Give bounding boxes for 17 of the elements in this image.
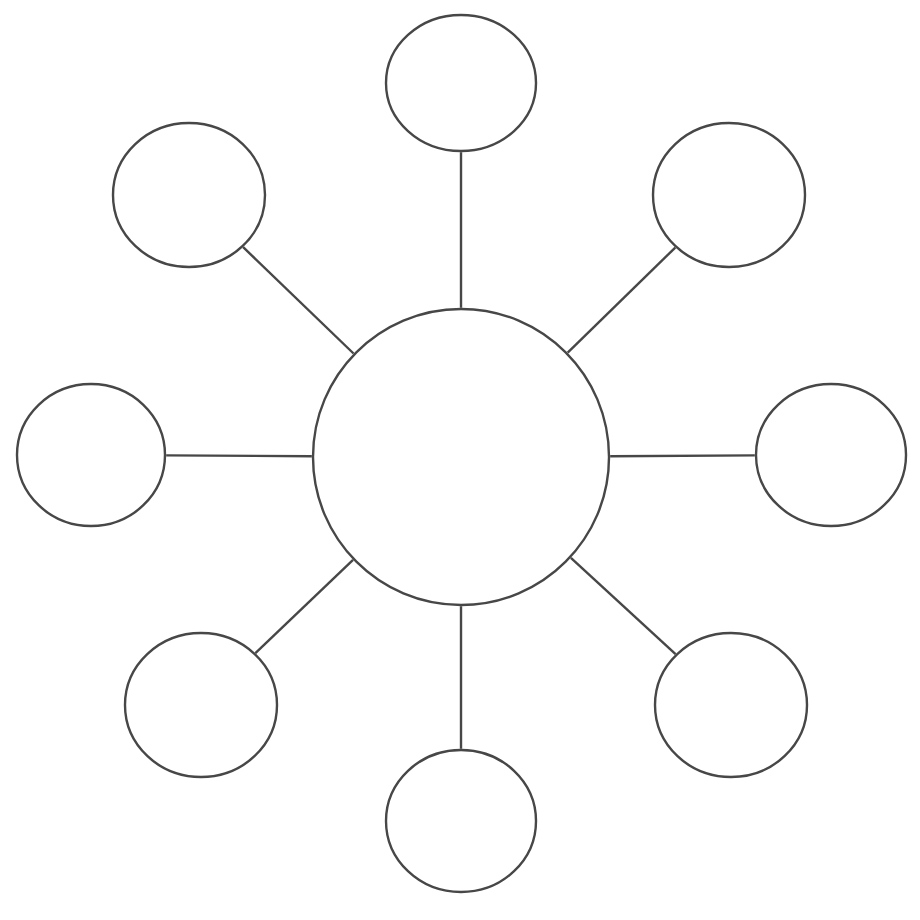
circle xyxy=(384,748,538,894)
connector-line xyxy=(566,246,677,354)
connector-line xyxy=(166,454,312,458)
connector-line xyxy=(459,152,463,308)
connector-line xyxy=(610,454,755,458)
connector-line xyxy=(242,246,355,355)
circle xyxy=(653,631,809,779)
circle xyxy=(384,13,538,153)
connector-line xyxy=(570,557,677,655)
circle xyxy=(651,121,807,269)
circle xyxy=(754,382,908,528)
circle xyxy=(311,307,611,607)
circle xyxy=(15,382,167,528)
circle xyxy=(111,121,267,269)
connector-line xyxy=(459,606,463,749)
circle xyxy=(123,631,279,779)
connector-line xyxy=(254,559,354,654)
